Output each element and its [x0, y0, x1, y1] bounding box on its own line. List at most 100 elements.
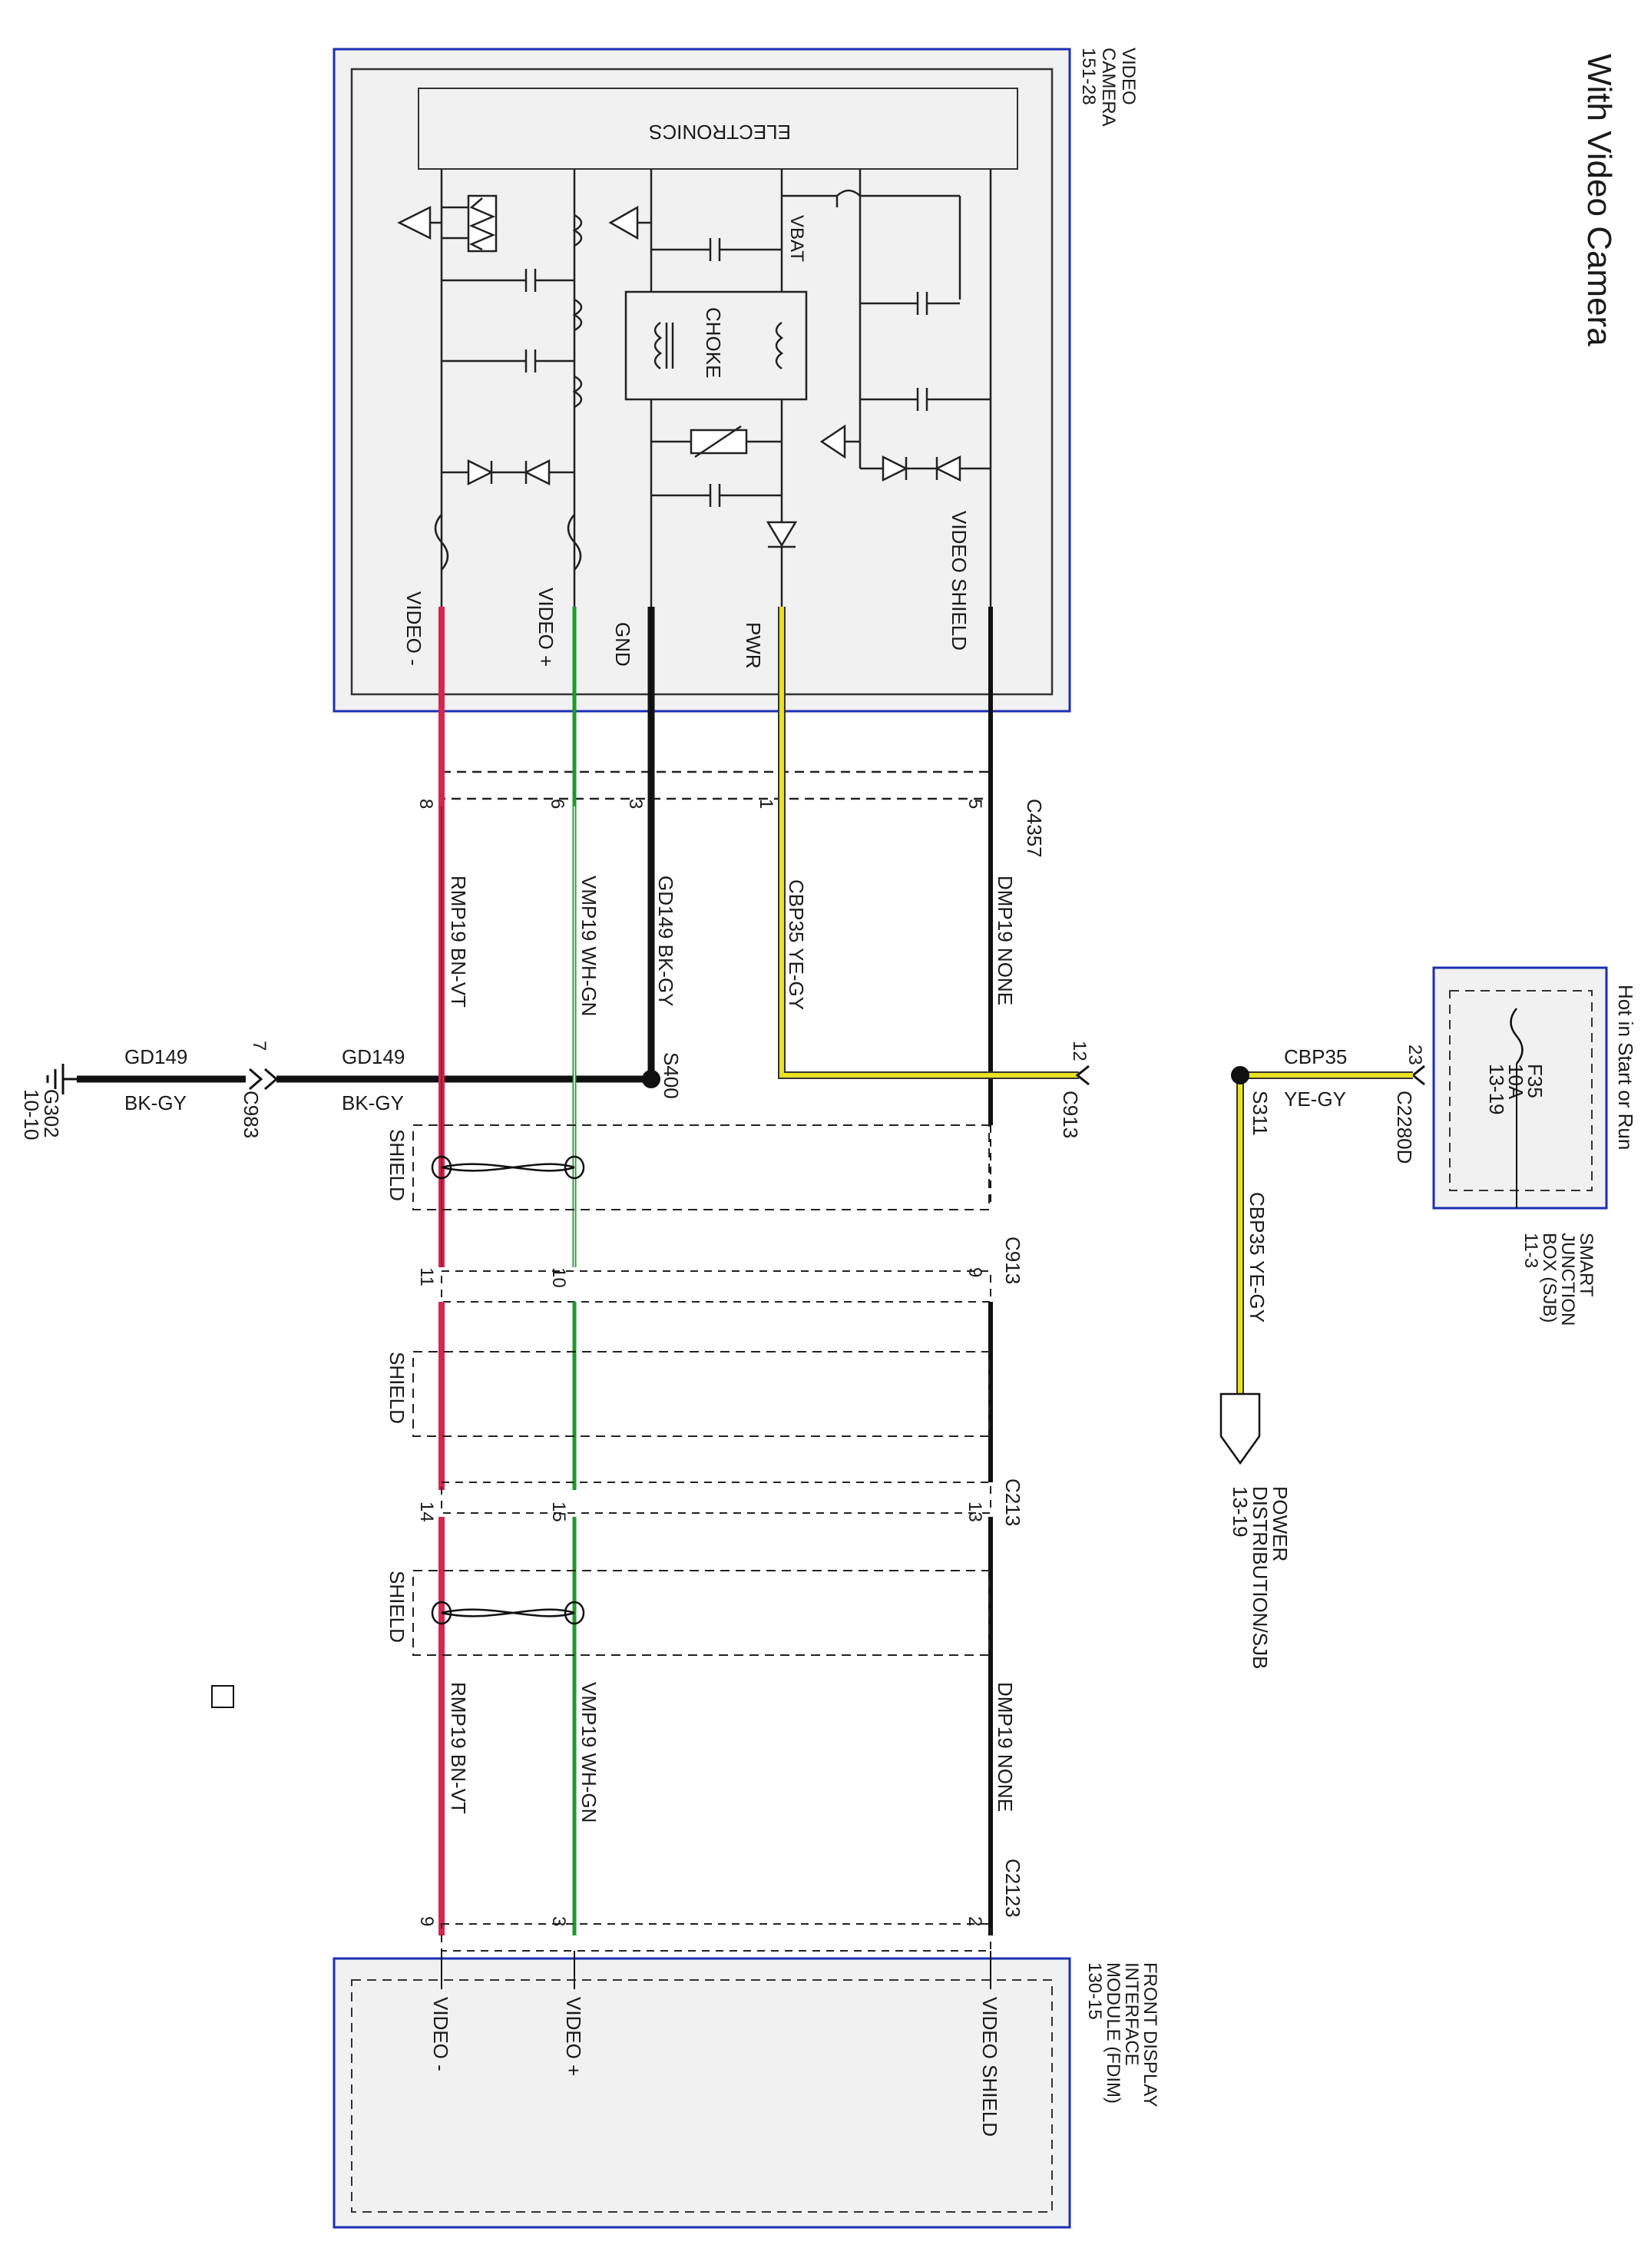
- choke-label: CHOKE: [702, 307, 725, 378]
- power-dist-line2: DISTRIBUTION/SJB: [1249, 1486, 1272, 1669]
- gd149-label-left-color: BK-GY: [124, 1091, 187, 1114]
- connector-c4357[interactable]: [440, 770, 992, 800]
- camera-pin-gnd: GND: [611, 622, 634, 667]
- connector-c213[interactable]: [441, 1482, 991, 1514]
- connector-c2123[interactable]: [441, 1923, 991, 1952]
- c2123-label: C2123: [1001, 1859, 1024, 1918]
- video-camera-name-line2: CAMERA: [1098, 48, 1119, 127]
- wire-dmp19-lower-label: DMP19 NONE: [994, 1682, 1017, 1812]
- shield-section-1: [412, 1124, 990, 1210]
- vbat-label: VBAT: [786, 215, 807, 262]
- c913-pin-11: 11: [416, 1267, 437, 1286]
- video-camera-name-line3: 151-28: [1078, 48, 1099, 105]
- cbp35-sjb-color: YE-GY: [1284, 1088, 1346, 1111]
- marker-square: [211, 1685, 234, 1708]
- splice-s400-label: S400: [660, 1052, 683, 1099]
- sjb-module[interactable]: [1432, 966, 1608, 1210]
- camera-pin-video-plus: VIDEO +: [534, 588, 558, 667]
- page-title: With Video Camera: [1580, 54, 1618, 346]
- fdim-name-line1: FRONT DISPLAY: [1140, 1962, 1160, 2107]
- sjb-name-line4: 11-3: [1520, 1233, 1541, 1268]
- c2123-pin-3: 3: [548, 1916, 569, 1926]
- sjb-header: Hot in Start or Run: [1614, 985, 1637, 1150]
- fdim-module[interactable]: [333, 1951, 1071, 2229]
- sjb-fuse-ref: 13-19: [1485, 1064, 1508, 1115]
- shield-section-3: [412, 1570, 990, 1656]
- c913-pin-9: 9: [964, 1267, 985, 1277]
- fdim-name: FRONT DISPLAY INTERFACE MODULE (FDIM) 13…: [1084, 1962, 1160, 2107]
- wire-cbp35-sjb[interactable]: [1236, 1071, 1413, 1394]
- video-camera-name: VIDEO CAMERA 151-28: [1078, 48, 1139, 127]
- wire-cbp35-camera[interactable]: [778, 607, 1079, 1079]
- camera-pin-video-shield: VIDEO SHIELD: [948, 511, 971, 651]
- c4357-pin-6: 6: [547, 799, 567, 809]
- c213-label: C213: [1001, 1478, 1024, 1526]
- wire-dmp19-label: DMP19 NONE: [994, 876, 1017, 1005]
- wire-vmp19-label: VMP19 WH-GN: [577, 876, 601, 1016]
- power-dist-line3: 13-19: [1229, 1486, 1252, 1538]
- c2123-pin-9: 9: [416, 1916, 437, 1926]
- connector-c913-top[interactable]: [1075, 1064, 1090, 1086]
- video-camera-name-line1: VIDEO: [1118, 48, 1139, 105]
- wire-rmp19-lower-label: RMP19 BN-VT: [447, 1682, 470, 1814]
- c983-label: C983: [240, 1091, 263, 1138]
- connector-c913[interactable]: [441, 1270, 991, 1303]
- splice-s400-dot: [642, 1070, 660, 1088]
- c2280d-pin-23: 23: [1405, 1045, 1425, 1065]
- fuse-f35-icon: [1510, 1008, 1524, 1064]
- gd149-label-right-color: BK-GY: [342, 1091, 404, 1114]
- c4357-pin-5: 5: [964, 799, 985, 809]
- cbp35-vertical-label: CBP35 YE-GY: [1246, 1192, 1269, 1323]
- fdim-name-line3: MODULE (FDIM): [1103, 1962, 1123, 2104]
- ground-g302-name: G302: [40, 1089, 63, 1138]
- c4357-pin-1: 1: [756, 799, 776, 809]
- electronics-label: ELECTRONICS: [649, 121, 791, 144]
- wire-cbp35-label: CBP35 YE-GY: [785, 879, 808, 1010]
- c213-pin-14: 14: [416, 1502, 437, 1522]
- connector-c2280d[interactable]: [1411, 1064, 1425, 1086]
- camera-pin-pwr: PWR: [742, 622, 765, 669]
- wire-segment-middle[interactable]: [438, 1302, 993, 1490]
- fdim-name-line4: 130-15: [1084, 1962, 1105, 2020]
- connector-c983[interactable]: [249, 1068, 279, 1091]
- fdim-pin-video-plus: VIDEO +: [562, 1997, 585, 2076]
- shield-label-3: SHIELD: [385, 1571, 409, 1643]
- splice-s311-dot: [1231, 1066, 1249, 1084]
- wire-rmp19-label: RMP19 BN-VT: [447, 876, 470, 1008]
- c2123-pin-2: 2: [964, 1916, 985, 1926]
- cbp35-sjb-name: CBP35: [1284, 1045, 1347, 1068]
- c913-top-label: C913: [1059, 1091, 1082, 1138]
- c4357-pin-3: 3: [625, 799, 646, 809]
- ground-g302-ref: 10-10: [20, 1089, 43, 1141]
- shield-label-2: SHIELD: [385, 1352, 409, 1424]
- shield-label-1: SHIELD: [385, 1129, 409, 1201]
- sjb-name: SMART JUNCTION BOX (SJB) 11-3: [1520, 1233, 1596, 1326]
- c213-pin-13: 13: [964, 1502, 985, 1522]
- fdim-name-line2: INTERFACE: [1121, 1962, 1142, 2066]
- shield-section-2: [412, 1351, 990, 1437]
- c2280d-label: C2280D: [1393, 1091, 1416, 1164]
- wire-segment-lower[interactable]: [438, 1517, 993, 1935]
- c983-pin-7: 7: [249, 1041, 270, 1051]
- sjb-name-line1: SMART: [1576, 1233, 1596, 1297]
- gd149-label-right-name: GD149: [342, 1045, 405, 1068]
- c913-label: C913: [1001, 1237, 1024, 1284]
- camera-pin-video-minus: VIDEO -: [402, 591, 425, 666]
- wire-gd149-label: GD149 BK-GY: [654, 876, 677, 1007]
- fdim-pin-video-minus: VIDEO -: [429, 1997, 452, 2071]
- sjb-name-line3: BOX (SJB): [1539, 1233, 1560, 1323]
- ground-g302-icon: [46, 1064, 77, 1094]
- gd149-label-left-name: GD149: [124, 1045, 187, 1068]
- wire-gd149[interactable]: [77, 607, 655, 1083]
- splice-s311-label: S311: [1249, 1091, 1272, 1136]
- power-distribution-arrow[interactable]: [1219, 1392, 1261, 1465]
- sjb-fuse-name: F35: [1524, 1064, 1547, 1098]
- camera-internal-circuit: [397, 169, 992, 607]
- power-dist-line1: POWER: [1269, 1486, 1292, 1561]
- c213-pin-15: 15: [548, 1502, 569, 1522]
- fdim-pin-video-shield: VIDEO SHIELD: [978, 1997, 1001, 2137]
- c913-pin-10: 10: [548, 1267, 569, 1288]
- c4357-label: C4357: [1023, 799, 1046, 858]
